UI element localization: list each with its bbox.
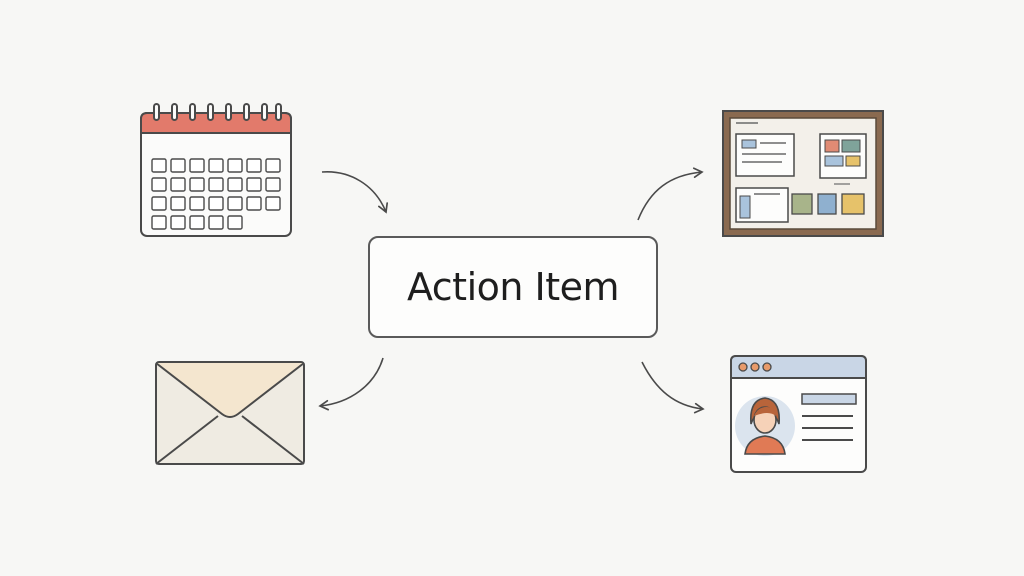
- calendar-icon: [140, 103, 292, 237]
- arrow-center-to-profile: [641, 361, 705, 414]
- action-item-node: Action Item: [368, 236, 658, 338]
- profile-window-icon: [730, 355, 867, 473]
- arrow-center-to-board: [637, 167, 704, 221]
- action-item-label: Action Item: [406, 265, 620, 309]
- envelope-icon: [155, 361, 305, 465]
- arrow-center-to-envelope: [318, 357, 384, 411]
- project-board-icon: [722, 110, 884, 237]
- arrow-calendar-to-center: [321, 171, 389, 214]
